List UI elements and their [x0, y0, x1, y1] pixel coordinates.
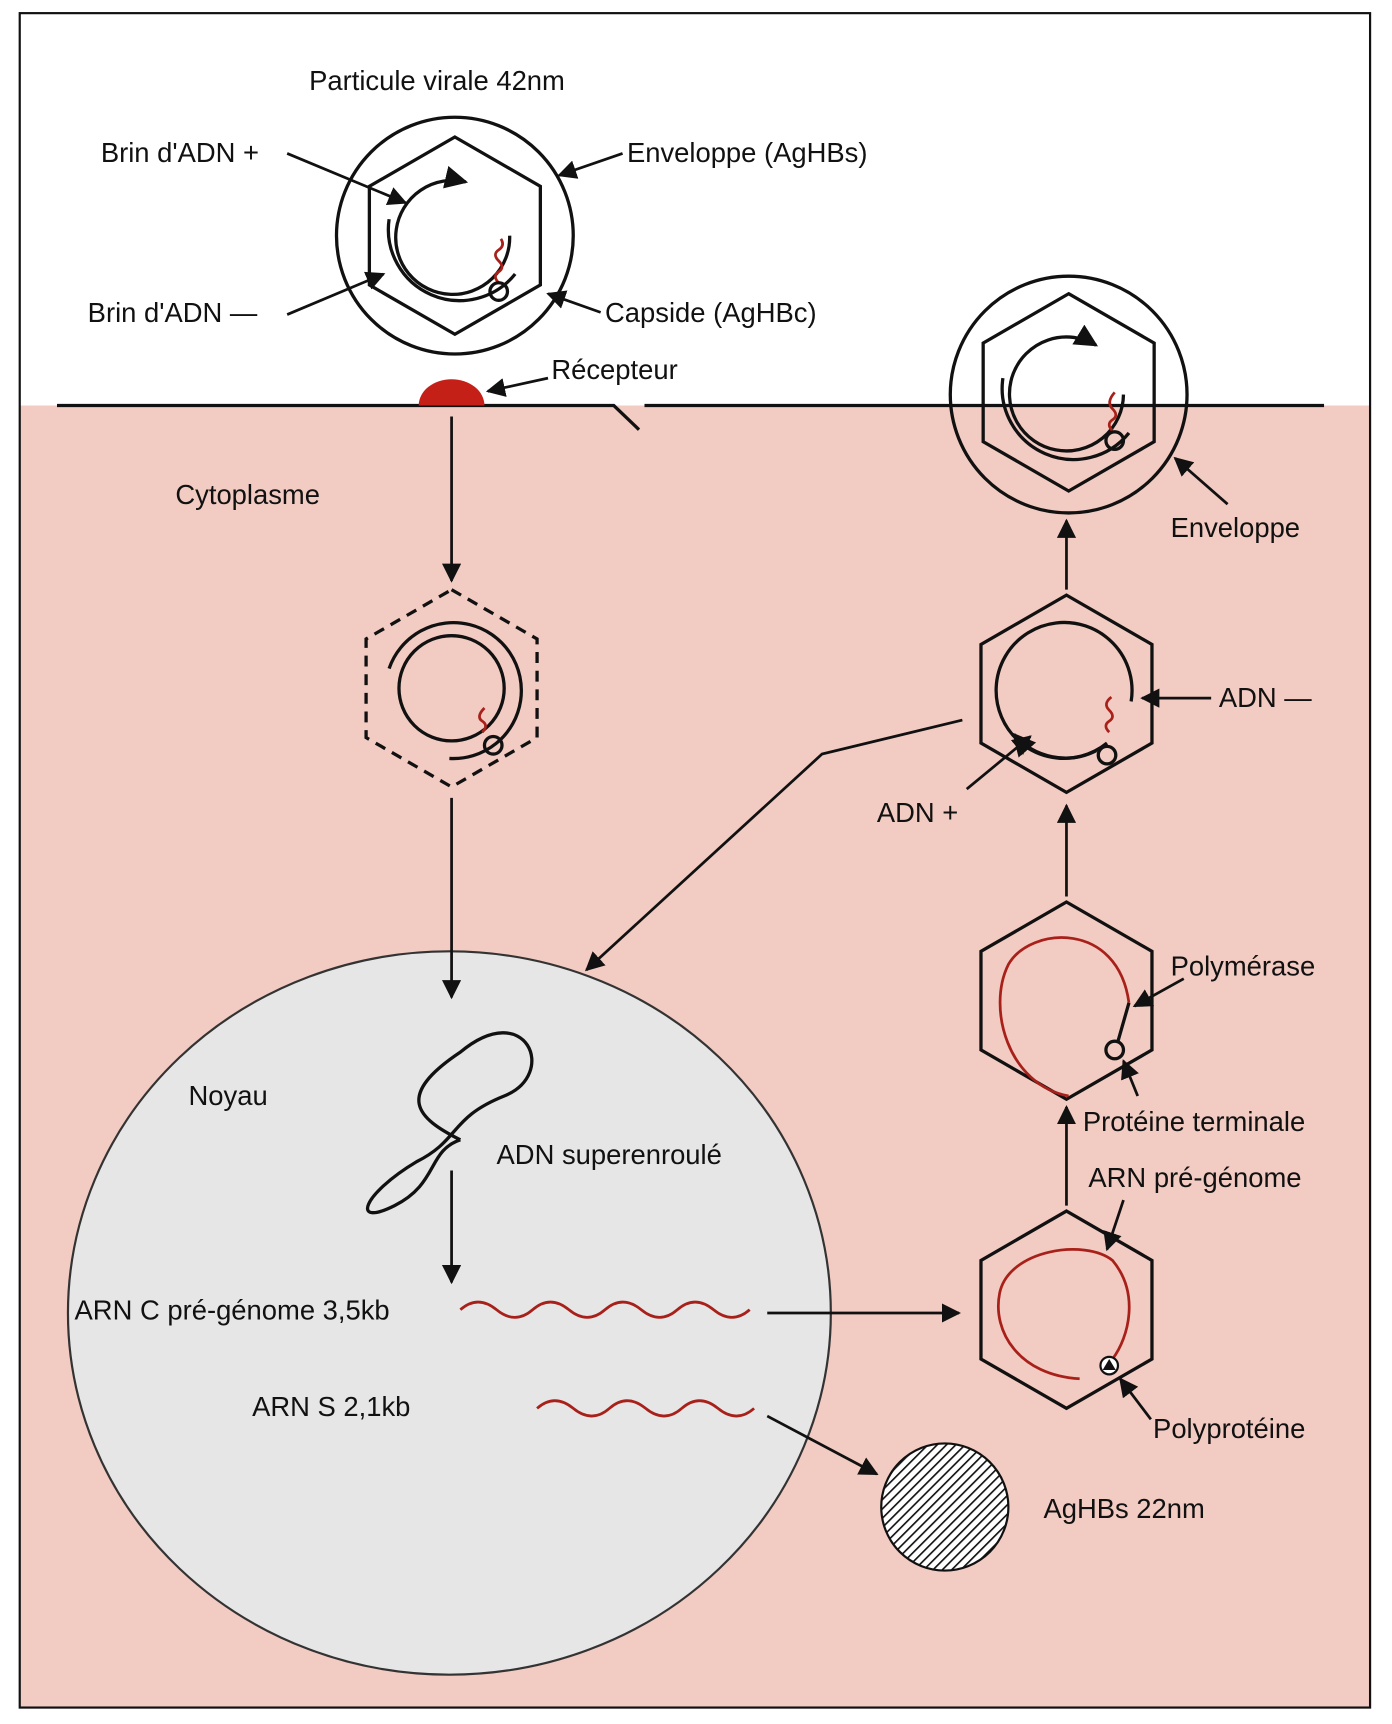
label-supercoiled: ADN superenroulé [497, 1139, 722, 1170]
arrows [286, 152, 1229, 1476]
arn-s-wave [536, 1399, 755, 1418]
label-agbhs22: AgHBs 22nm [1043, 1493, 1204, 1524]
label-adn-minus: ADN — [1219, 682, 1312, 713]
supercoiled-dna [366, 1031, 534, 1215]
label-arn-pregenome: ARN pré-génome [1088, 1162, 1301, 1193]
capsid-pregenome [979, 1209, 1154, 1411]
viral-particle [334, 115, 575, 356]
label-capsid: Capside (AgHBc) [605, 297, 817, 328]
label-envelope-agbhs: Enveloppe (AgHBs) [627, 137, 868, 168]
mature-virion [948, 274, 1189, 515]
label-arn-c: ARN C pré-génome 3,5kb [75, 1295, 390, 1326]
capsid-polymerase [979, 900, 1154, 1102]
label-envelope: Enveloppe [1171, 512, 1300, 543]
arn-c-wave [459, 1300, 751, 1319]
label-arn-s: ARN S 2,1kb [252, 1391, 410, 1422]
label-nucleus: Noyau [189, 1080, 268, 1111]
receptor [418, 379, 485, 406]
label-polymerase: Polymérase [1171, 950, 1316, 981]
label-cytoplasm: Cytoplasme [175, 479, 320, 510]
label-dna-plus: Brin d'ADN + [101, 137, 259, 168]
agbhs-particle [880, 1442, 1010, 1572]
label-receptor: Récepteur [551, 354, 677, 385]
frame [18, 12, 1372, 1709]
label-dna-minus: Brin d'ADN — [88, 297, 258, 328]
label-polyprotein: Polyprotéine [1153, 1413, 1305, 1444]
label-particle: Particule virale 42nm [309, 65, 565, 96]
uncoated-capsid [364, 587, 539, 789]
label-adn-plus: ADN + [877, 797, 958, 828]
label-terminal-protein: Protéine terminale [1083, 1106, 1305, 1137]
